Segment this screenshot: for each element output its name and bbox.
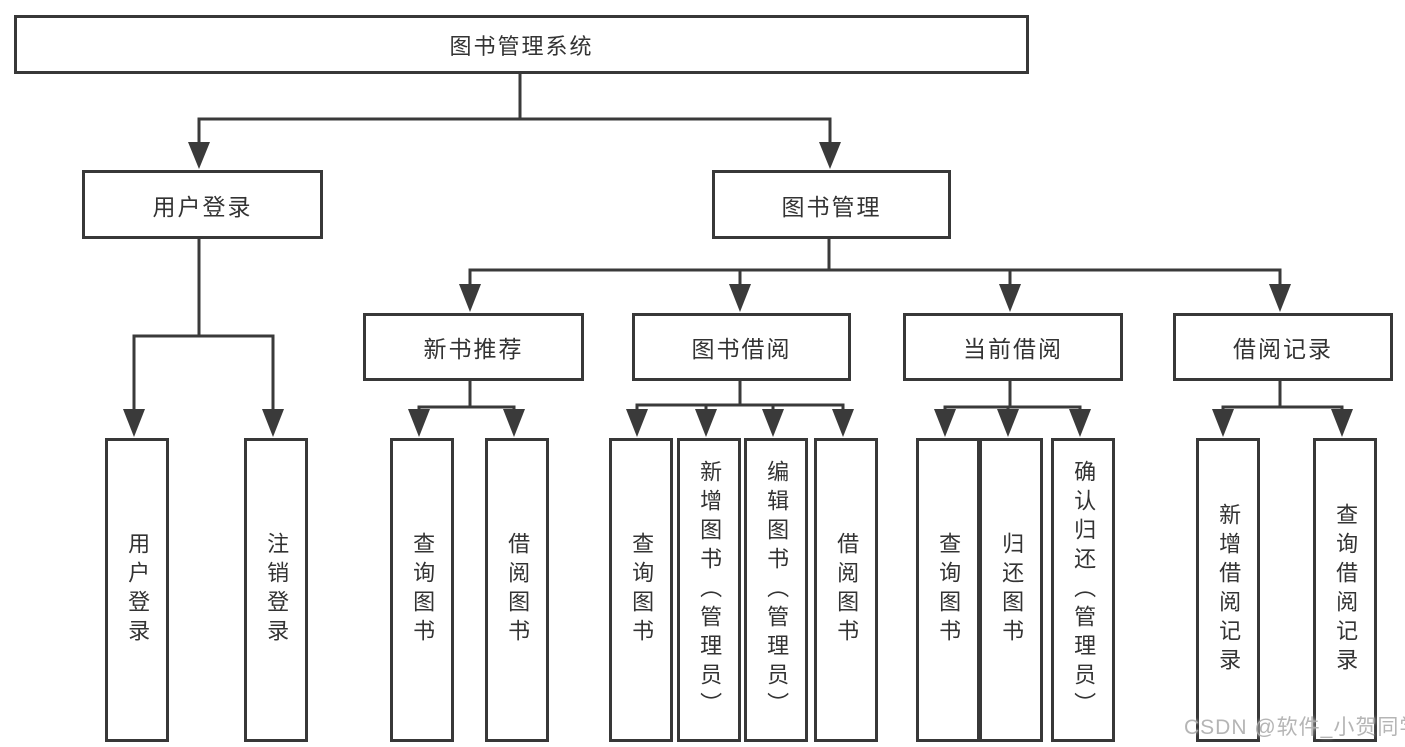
node-root: 图书管理系统 bbox=[14, 15, 1029, 74]
node-book-borrow: 图书借阅 bbox=[632, 313, 851, 381]
connector-root-to-level2 bbox=[188, 66, 841, 169]
leaf-records-add-record-label: 新增借阅记录 bbox=[1216, 503, 1242, 677]
node-current-borrow-label: 当前借阅 bbox=[963, 336, 1063, 362]
leaf-current-return-books-label: 归还图书 bbox=[999, 532, 1025, 648]
leaf-borrow-edit-books-admin-label: 编辑图书（管理员） bbox=[764, 459, 790, 721]
connector-current-borrow-to-leaves bbox=[934, 373, 1091, 437]
connector-book-management-to-level3 bbox=[459, 231, 1291, 312]
node-root-label: 图书管理系统 bbox=[449, 33, 594, 59]
leaf-borrow-add-books-admin: 新增图书（管理员） bbox=[677, 438, 741, 742]
leaf-borrow-add-books-admin-label: 新增图书（管理员） bbox=[697, 459, 723, 721]
leaf-current-confirm-return-admin: 确认归还（管理员） bbox=[1051, 438, 1115, 742]
leaf-user-login: 用户登录 bbox=[105, 438, 169, 742]
leaf-logout-label: 注销登录 bbox=[264, 532, 290, 648]
leaf-borrow-borrow-books-label: 借阅图书 bbox=[834, 532, 860, 648]
connector-new-book-recommend-to-leaves bbox=[408, 373, 525, 437]
node-book-management: 图书管理 bbox=[712, 170, 951, 239]
node-borrow-records-label: 借阅记录 bbox=[1233, 336, 1333, 362]
node-current-borrow: 当前借阅 bbox=[903, 313, 1123, 381]
leaf-user-login-label: 用户登录 bbox=[125, 532, 151, 648]
watermark: CSDN @软件_小贺同学 bbox=[1184, 716, 1405, 739]
leaf-borrow-query-books-label: 查询图书 bbox=[629, 532, 655, 648]
leaf-logout: 注销登录 bbox=[244, 438, 308, 742]
node-borrow-records: 借阅记录 bbox=[1173, 313, 1393, 381]
leaf-current-query-books: 查询图书 bbox=[916, 438, 980, 742]
leaf-records-query-record: 查询借阅记录 bbox=[1313, 438, 1377, 742]
leaf-newbooks-borrow-books-label: 借阅图书 bbox=[505, 532, 531, 648]
node-new-book-recommend: 新书推荐 bbox=[363, 313, 584, 381]
connector-user-login-to-leaves bbox=[123, 231, 284, 437]
leaf-newbooks-borrow-books: 借阅图书 bbox=[485, 438, 549, 742]
node-user-login: 用户登录 bbox=[82, 170, 323, 239]
node-user-login-label: 用户登录 bbox=[152, 193, 253, 220]
connector-book-borrow-to-leaves bbox=[626, 373, 854, 437]
leaf-borrow-borrow-books: 借阅图书 bbox=[814, 438, 878, 742]
leaf-current-return-books: 归还图书 bbox=[979, 438, 1043, 742]
node-book-management-label: 图书管理 bbox=[781, 193, 882, 220]
leaf-records-query-record-label: 查询借阅记录 bbox=[1333, 503, 1359, 677]
node-book-borrow-label: 图书借阅 bbox=[691, 336, 792, 362]
leaf-newbooks-query-books: 查询图书 bbox=[390, 438, 454, 742]
connector-borrow-records-to-leaves bbox=[1212, 373, 1353, 437]
leaf-records-add-record: 新增借阅记录 bbox=[1196, 438, 1260, 742]
leaf-newbooks-query-books-label: 查询图书 bbox=[410, 532, 436, 648]
leaf-borrow-query-books: 查询图书 bbox=[609, 438, 673, 742]
leaf-borrow-edit-books-admin: 编辑图书（管理员） bbox=[744, 438, 808, 742]
leaf-current-query-books-label: 查询图书 bbox=[936, 532, 962, 648]
leaf-current-confirm-return-admin-label: 确认归还（管理员） bbox=[1071, 459, 1097, 721]
node-new-book-recommend-label: 新书推荐 bbox=[423, 336, 524, 362]
